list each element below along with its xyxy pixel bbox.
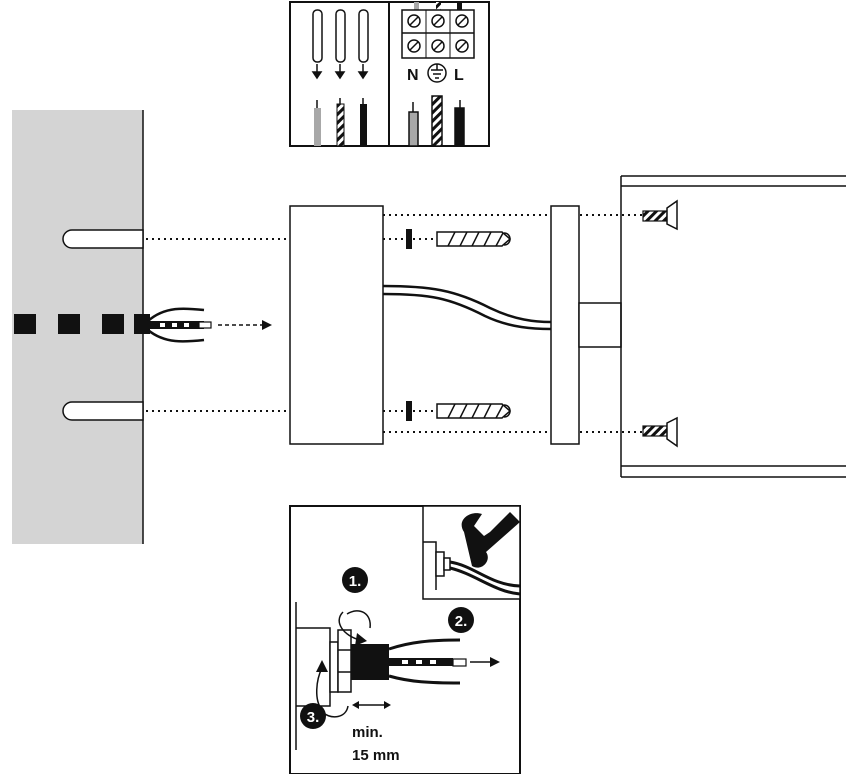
- live-label: L: [454, 67, 464, 84]
- strip-length-label: 15 mm: [352, 747, 400, 764]
- wiring-detail-panel: N L: [289, 1, 490, 147]
- cable-gland-detail: 1. 2. 3. min. 15 mm: [289, 505, 521, 774]
- step-1-marker: 1.: [342, 567, 368, 593]
- mounting-box: [289, 205, 384, 445]
- wall-cable: [147, 307, 272, 343]
- wrench-inset: [422, 505, 521, 600]
- gland-nut: [337, 629, 352, 693]
- cable-sheath: [351, 644, 389, 680]
- upper-drill-hole: [62, 229, 144, 249]
- upper-fixing-screw: [642, 199, 678, 231]
- live-wire: [360, 104, 367, 146]
- wrench-icon: [461, 512, 520, 568]
- earth-symbol-icon: [427, 63, 447, 83]
- svg-text:3.: 3.: [307, 709, 320, 726]
- step-3-marker: 3.: [300, 703, 326, 729]
- strip-length-dimension: min. 15 mm: [352, 701, 400, 764]
- alignment-lines: [146, 214, 642, 433]
- wall: [12, 110, 150, 544]
- conductor-sleeves: [311, 9, 369, 147]
- neutral-wire: [314, 108, 321, 146]
- heater-body: [620, 175, 846, 478]
- connection-cable: [382, 284, 552, 331]
- plate-spigot: [578, 302, 622, 348]
- svg-text:2.: 2.: [455, 613, 468, 630]
- lower-wall-plug: [406, 401, 512, 421]
- neutral-label: N: [407, 67, 419, 84]
- earth-wire: [336, 103, 345, 147]
- lower-drill-hole: [62, 401, 144, 421]
- strip-min-label: min.: [352, 724, 383, 741]
- svg-text:1.: 1.: [349, 573, 362, 590]
- mounting-plate: [550, 205, 580, 445]
- terminal-block: N L: [401, 2, 475, 147]
- cable-conduit: [14, 314, 150, 334]
- lower-fixing-screw: [642, 416, 678, 448]
- step-2-marker: 2.: [448, 607, 474, 633]
- upper-wall-plug: [406, 229, 512, 249]
